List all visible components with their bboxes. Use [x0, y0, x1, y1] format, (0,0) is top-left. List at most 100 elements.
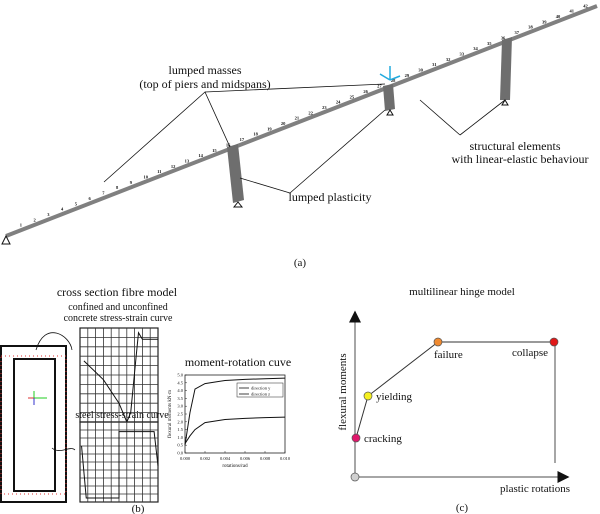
deck-node-label: 31 [432, 62, 437, 67]
legend [236, 382, 284, 398]
axes-icon [379, 66, 401, 81]
series-line-direction-z [184, 416, 286, 444]
curve [83, 331, 158, 424]
deck-node-label: 1 [20, 223, 23, 228]
hinge-curve [355, 341, 554, 439]
deck-node-label: 8 [116, 185, 119, 190]
y-tick-label: 4.5 [177, 380, 183, 385]
deck-node-label: 38 [528, 25, 533, 30]
deck-node-label: 7 [102, 191, 105, 196]
deck-node-label: 16 [226, 142, 231, 147]
deck-node-label: 29 [405, 73, 410, 78]
deck-node-label: 17 [240, 137, 245, 142]
x-tick-label: 0.004 [220, 456, 231, 461]
panel-b: cross section fibre model confined and u… [0, 285, 291, 514]
deck-node-label: 6 [88, 196, 91, 201]
y-axis-label: flexural moments kN·m [168, 390, 173, 438]
deck-node-label: 25 [350, 94, 355, 99]
pier-2 [383, 84, 395, 111]
pier-3 [500, 37, 512, 100]
deck-node-label: 37 [515, 30, 520, 35]
support-icon [386, 109, 394, 116]
deck-node-label: 11 [157, 169, 162, 174]
label-failure: failure [434, 349, 463, 361]
cross-section-core [13, 358, 56, 492]
deck-node-label: 3 [47, 212, 50, 217]
deck-node-label: 5 [75, 201, 78, 206]
label-collapse: collapse [512, 347, 548, 359]
deck-node-label: 18 [253, 132, 258, 137]
label-yielding: yielding [376, 391, 413, 403]
support-icon [232, 201, 244, 208]
deck-node-label: 9 [130, 180, 133, 185]
deck-node-label: 42 [583, 3, 588, 8]
y-tick-label: 3.0 [177, 404, 183, 409]
deck-node-label: 26 [363, 89, 368, 94]
deck-node-label: 13 [185, 158, 190, 163]
panel-c: multilinear hinge model flexural moments… [337, 286, 570, 514]
label-lumped-masses-sub: (top of piers and midspans) [139, 77, 270, 91]
deck-node-label: 40 [556, 14, 561, 19]
deck-node-label: 2 [33, 217, 36, 222]
curve [81, 431, 159, 499]
deck-node-label: 39 [542, 19, 547, 24]
deck-node-label: 23 [322, 105, 327, 110]
y-tick-label: 2.0 [177, 419, 183, 424]
label-cracking: cracking [364, 433, 402, 445]
concrete-stress-strain-chart [79, 327, 159, 424]
x-axis-label: plastic rotations [500, 483, 570, 495]
bridge-deck [5, 4, 598, 238]
leader-lines [103, 83, 506, 194]
x-tick-label: 0.008 [260, 456, 271, 461]
support-icon [1, 234, 11, 245]
x-tick-label: 0.006 [240, 456, 251, 461]
x-tick-label: 0.010 [280, 456, 291, 461]
deck-node-label: 32 [446, 57, 451, 62]
deck-node-label: 36 [501, 35, 506, 40]
deck-node-label: 21 [295, 116, 300, 121]
deck-node-label: 24 [336, 100, 341, 105]
pier-1 [227, 144, 244, 203]
deck-node-label: 35 [487, 41, 492, 46]
steel-title: steel stress-strain curve [75, 410, 169, 421]
panel-c-title: multilinear hinge model [409, 286, 515, 298]
deck-node-label: 28 [391, 78, 396, 83]
x-axis-label: rotations/rad [222, 464, 248, 469]
point-collapse [549, 337, 559, 347]
deck-node-label: 41 [570, 9, 575, 14]
label-lumped-masses: lumped masses [169, 63, 242, 77]
origin-point [350, 472, 360, 482]
deck-node-label: 27 [377, 84, 382, 89]
y-tick-label: 4.0 [177, 388, 183, 393]
point-yielding [363, 391, 373, 401]
x-tick-label: 0.002 [200, 456, 210, 461]
deck-node-label: 19 [267, 126, 272, 131]
deck-node-label: 33 [460, 51, 465, 56]
y-tick-label: 0.5 [177, 443, 183, 448]
y-tick-label: 5.0 [177, 373, 183, 378]
y-tick-label: 2.5 [177, 412, 183, 417]
cross-section-cover-line [0, 355, 67, 495]
label-structural-elements-sub: with linear-elastic behaviour [451, 152, 588, 166]
moment-title: moment-rotation cuve [185, 355, 291, 369]
y-tick-label: 1.5 [177, 427, 183, 432]
deck-node-label: 4 [61, 207, 64, 212]
panel-a: 1234567891011121314151617181920212223242… [1, 3, 598, 269]
series-line-direction-y [184, 377, 286, 446]
deck-node-label: 12 [171, 164, 176, 169]
point-cracking [351, 433, 361, 443]
point-failure [433, 337, 443, 347]
deck-node-label: 30 [418, 68, 423, 73]
legend-label: direction y [251, 386, 271, 391]
label-lumped-plasticity: lumped plasticity [289, 190, 372, 204]
x-tick-label: 0.000 [180, 456, 191, 461]
caption-a: (a) [294, 257, 307, 269]
panel-b-title: cross section fibre model [57, 285, 178, 299]
deck-node-label: 22 [308, 110, 313, 115]
concrete-title-2: concrete stress-strain curve [64, 313, 173, 324]
label-structural-elements: structural elements [470, 139, 561, 153]
section-axes-icon [28, 391, 47, 405]
deck-node-label: 15 [212, 148, 217, 153]
legend-label: direction z [251, 392, 270, 397]
